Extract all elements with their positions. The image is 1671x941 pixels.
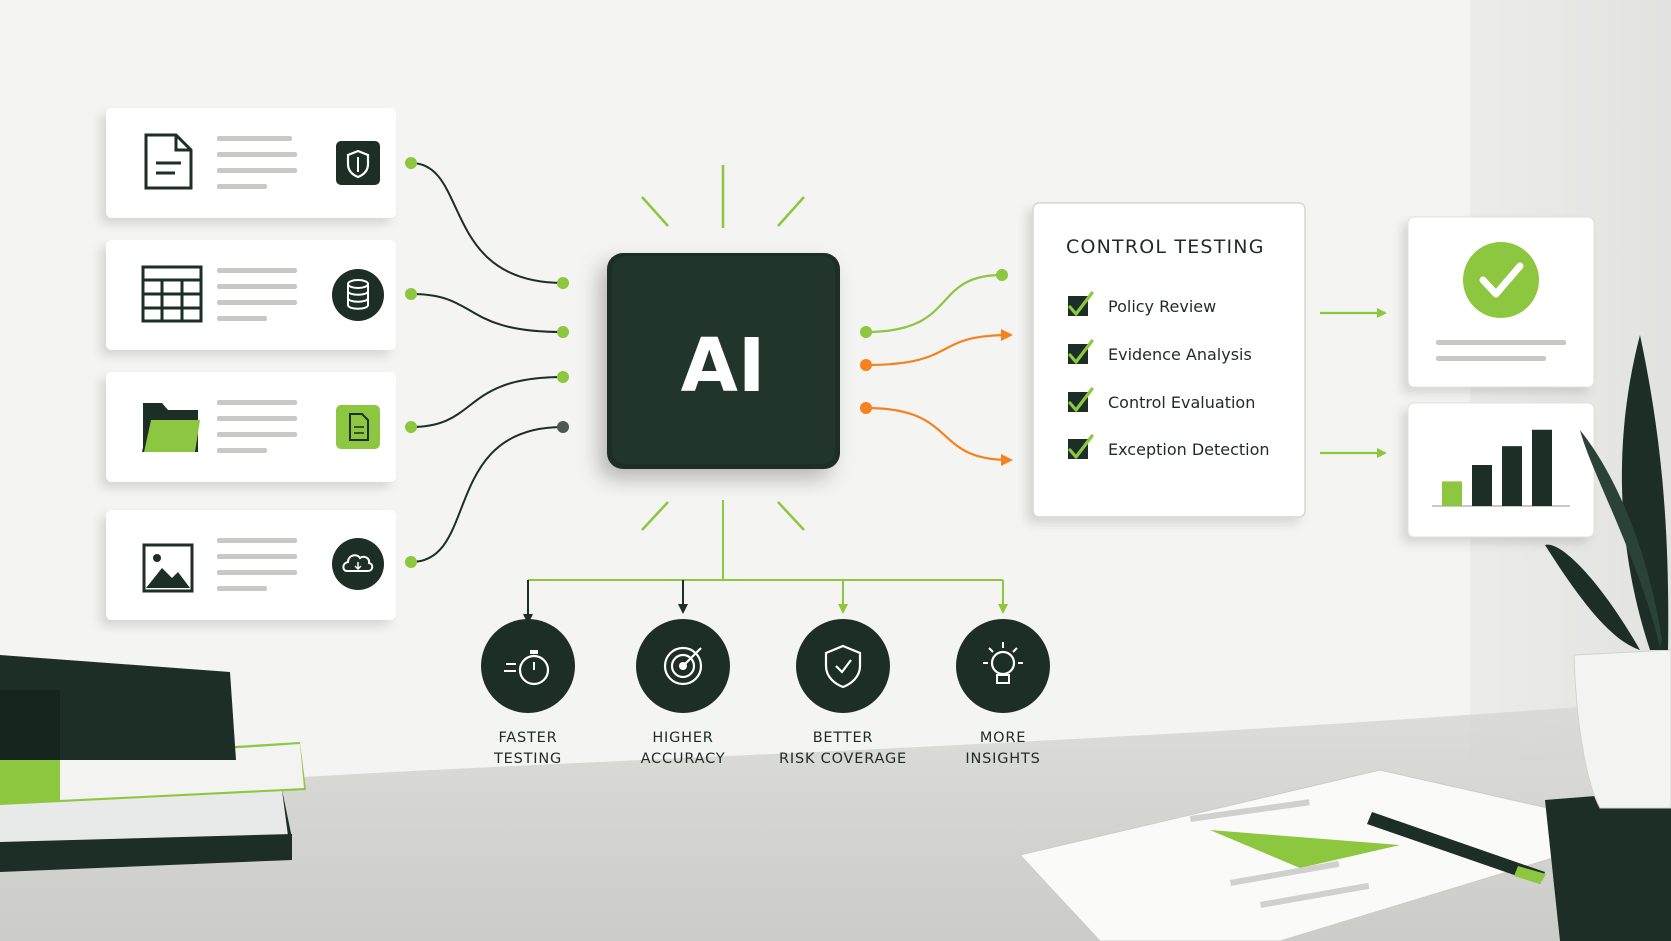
stopwatch-icon (504, 650, 550, 686)
benefit-item: MORE INSIGHTS (956, 619, 1050, 767)
ai-label: AI (681, 323, 766, 409)
benefit-label-line2: ACCURACY (641, 751, 726, 767)
benefit-badge (481, 619, 575, 713)
benefit-label-line2: TESTING (493, 751, 562, 767)
control-testing-title: CONTROL TESTING (1066, 236, 1265, 258)
text-placeholder-lines (217, 136, 297, 189)
file-icon (336, 405, 380, 449)
image-icon (142, 543, 194, 593)
checklist-item: Policy Review (1068, 291, 1216, 316)
checklist-item-label: Policy Review (1108, 297, 1216, 316)
database-icon (332, 269, 384, 321)
bar-chart-bar (1502, 446, 1522, 506)
glow-rays (641, 165, 805, 531)
benefit-label-line1: FASTER (498, 730, 557, 746)
benefit-label-line1: MORE (980, 730, 1026, 746)
result-arrows (1320, 308, 1387, 458)
benefit-item: FASTER TESTING (481, 619, 575, 767)
bar-chart-bar (1442, 481, 1462, 506)
bar-chart-bar (1472, 465, 1492, 506)
benefit-badge (956, 619, 1050, 713)
benefit-label-line1: HIGHER (652, 730, 713, 746)
control-testing-panel (1032, 202, 1306, 518)
source-card-folder[interactable] (106, 372, 396, 482)
pen-illustration (1367, 812, 1546, 884)
connector-dots (405, 157, 569, 568)
benefit-label-line2: RISK COVERAGE (779, 751, 907, 767)
target-icon (663, 646, 703, 686)
spreadsheet-icon (141, 265, 203, 323)
plant-illustration (1545, 335, 1671, 809)
checkbox-checked-icon (1068, 434, 1094, 459)
text-placeholder-lines (1436, 340, 1566, 361)
output-card-report[interactable] (1407, 402, 1595, 538)
checklist-item-label: Evidence Analysis (1108, 345, 1252, 364)
checkbox-checked-icon (1068, 387, 1094, 412)
bar-chart-bar (1532, 429, 1552, 506)
checkmark-icon (1463, 242, 1539, 318)
folder-icon (142, 403, 200, 453)
benefit-connectors (523, 500, 1008, 624)
checklist-item-label: Exception Detection (1108, 440, 1270, 459)
bar-chart-icon (1432, 429, 1570, 507)
source-card-image[interactable] (106, 510, 396, 620)
source-cards (106, 108, 396, 620)
lightbulb-icon (983, 642, 1023, 684)
checklist-item: Control Evaluation (1068, 387, 1255, 412)
desk-paper-illustration (1019, 769, 1647, 941)
checkbox-checked-icon (1068, 339, 1094, 364)
output-connectors (865, 273, 1013, 466)
text-placeholder-lines (217, 268, 297, 321)
source-card-spreadsheet[interactable] (106, 240, 396, 350)
checklist-item-label: Control Evaluation (1108, 393, 1255, 412)
checklist-item: Exception Detection (1068, 434, 1270, 459)
benefit-label-line2: INSIGHTS (965, 751, 1040, 767)
benefit-badge (796, 619, 890, 713)
books-illustration (0, 655, 306, 872)
cloud-icon (332, 538, 384, 590)
checklist-item: Evidence Analysis (1068, 339, 1252, 364)
text-placeholder-lines (217, 400, 297, 453)
shield-icon (336, 141, 380, 185)
desk-corner (1545, 790, 1671, 941)
checkbox-checked-icon (1068, 291, 1094, 316)
benefit-label-line1: BETTER (813, 730, 874, 746)
benefits-row: FASTER TESTING HIGHER ACCURACY BETTER RISK CO… (481, 619, 1050, 767)
shield-check-icon (824, 644, 862, 689)
source-card-documents[interactable] (106, 108, 396, 218)
output-connector-dots (860, 269, 1008, 414)
input-connectors (410, 162, 564, 563)
benefit-item: BETTER RISK COVERAGE (779, 619, 907, 767)
benefit-item: HIGHER ACCURACY (636, 619, 730, 767)
document-icon (144, 133, 193, 190)
ai-hub[interactable]: AI (607, 165, 840, 531)
text-placeholder-lines (217, 538, 297, 591)
